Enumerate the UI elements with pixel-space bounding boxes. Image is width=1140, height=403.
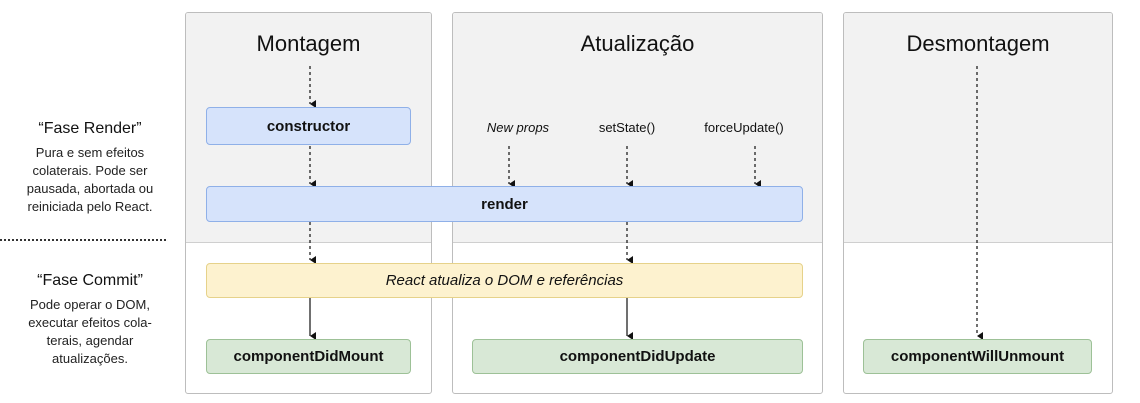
commit-phase-title: “Fase Commit” [37, 272, 143, 289]
updating-column-title: Atualização [580, 31, 695, 56]
render-phase-title: “Fase Render” [38, 120, 142, 137]
commit-phase-description-line: atualizações. [52, 351, 128, 366]
unmounting-column: Desmontagem [843, 12, 1113, 394]
commit-phase-description: Pode operar o DOM, executar efeitos cola… [5, 296, 175, 368]
unmounting-render-phase-area [844, 13, 1112, 243]
new-props-label: New props [486, 120, 550, 135]
react-updates-dom-box: React atualiza o DOM e referências [206, 263, 803, 298]
mounting-column-title: Montagem [256, 31, 361, 56]
phase-divider [0, 239, 166, 241]
commit-phase-description-line: executar efeitos cola- [28, 315, 152, 330]
constructor-box: constructor [206, 107, 411, 145]
render-phase-description-line: Pura e sem efeitos [35, 145, 145, 160]
unmounting-column-title: Desmontagem [906, 31, 1050, 56]
render-phase-description: Pura e sem efeitos colaterais. Pode ser … [5, 144, 175, 216]
render-phase-description-line: colaterais. Pode ser [32, 163, 148, 178]
render-phase-description-line: pausada, abortada ou [26, 181, 154, 196]
component-did-mount-box: componentDidMount [206, 339, 411, 374]
component-will-unmount-box: componentWillUnmount [863, 339, 1092, 374]
render-phase-description-line: reiniciada pelo React. [27, 199, 153, 214]
render-box: render [206, 186, 803, 222]
component-did-update-box: componentDidUpdate [472, 339, 803, 374]
force-update-label: forceUpdate() [704, 120, 784, 135]
commit-phase-description-line: Pode operar o DOM, [30, 297, 150, 312]
set-state-label: setState() [598, 120, 656, 135]
commit-phase-description-line: terais, agendar [46, 333, 134, 348]
